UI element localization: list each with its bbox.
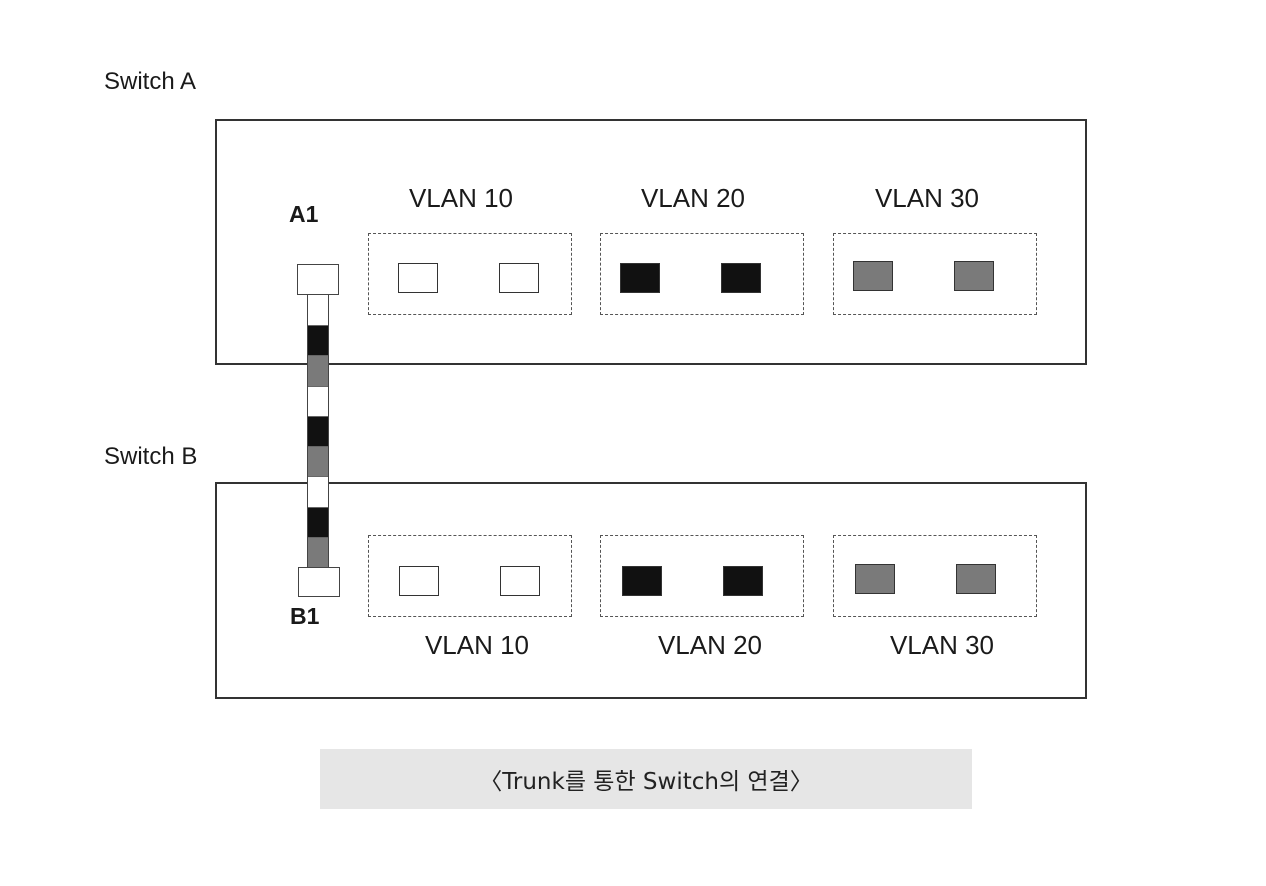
switch-a-vlan-10-label: VLAN 10	[408, 183, 514, 213]
trunk-segment-vlan20	[308, 415, 328, 447]
trunk-segment-vlan30	[308, 355, 328, 386]
switch-b-vlan-10-label: VLAN 10	[424, 630, 530, 660]
switch-b-vlan-30-port-1	[855, 564, 895, 594]
trunk-segment-vlan20	[308, 325, 328, 356]
switch-b-vlan-10-group	[368, 535, 572, 617]
switch-b-label: Switch B	[104, 443, 198, 470]
trunk-segment-vlan30	[308, 536, 328, 567]
switch-b-vlan-10-port-1	[399, 566, 439, 596]
switch-b-vlan-30-group	[833, 535, 1037, 617]
trunk-port-a1-label: A1	[289, 201, 319, 227]
switch-b-vlan-20-group	[600, 535, 804, 617]
switch-a-vlan-30-label: VLAN 30	[874, 183, 980, 213]
trunk-port-b1-label: B1	[290, 603, 320, 629]
figure-caption: 〈Trunk를 통한 Switch의 연결〉	[320, 749, 972, 809]
switch-a-vlan-30-port-1	[853, 261, 893, 291]
trunk-segment-vlan30	[308, 446, 328, 477]
trunk-port-b1	[298, 567, 340, 597]
switch-a-vlan-20-group	[600, 233, 804, 315]
switch-a-vlan-20-label: VLAN 20	[640, 183, 746, 213]
trunk-segment-vlan10	[308, 476, 328, 507]
switch-a-vlan-30-group	[833, 233, 1037, 315]
switch-a-label: Switch A	[104, 68, 197, 95]
trunk-segment-vlan10	[308, 295, 328, 326]
switch-a-vlan-10-port-1	[398, 263, 438, 293]
trunk-segment-vlan20	[308, 506, 328, 537]
switch-a-vlan-20-port-2	[721, 263, 761, 293]
switch-a-vlan-30-port-2	[954, 261, 994, 291]
switch-a-vlan-10-group	[368, 233, 572, 315]
switch-b-vlan-10-port-2	[500, 566, 540, 596]
switch-a-vlan-20-port-1	[620, 263, 660, 293]
switch-b-vlan-20-port-2	[723, 566, 763, 596]
switch-a-box	[215, 119, 1087, 365]
switch-b-vlan-20-label: VLAN 20	[657, 630, 763, 660]
trunk-port-a1	[297, 264, 339, 295]
switch-a-vlan-10-port-2	[499, 263, 539, 293]
switch-b-vlan-30-port-2	[956, 564, 996, 594]
switch-b-vlan-30-label: VLAN 30	[889, 630, 995, 660]
trunk-cable	[307, 295, 329, 567]
trunk-segment-vlan10	[308, 385, 328, 416]
figure-caption-text: 〈Trunk를 통한 Switch의 연결〉	[479, 769, 813, 795]
switch-b-vlan-20-port-1	[622, 566, 662, 596]
